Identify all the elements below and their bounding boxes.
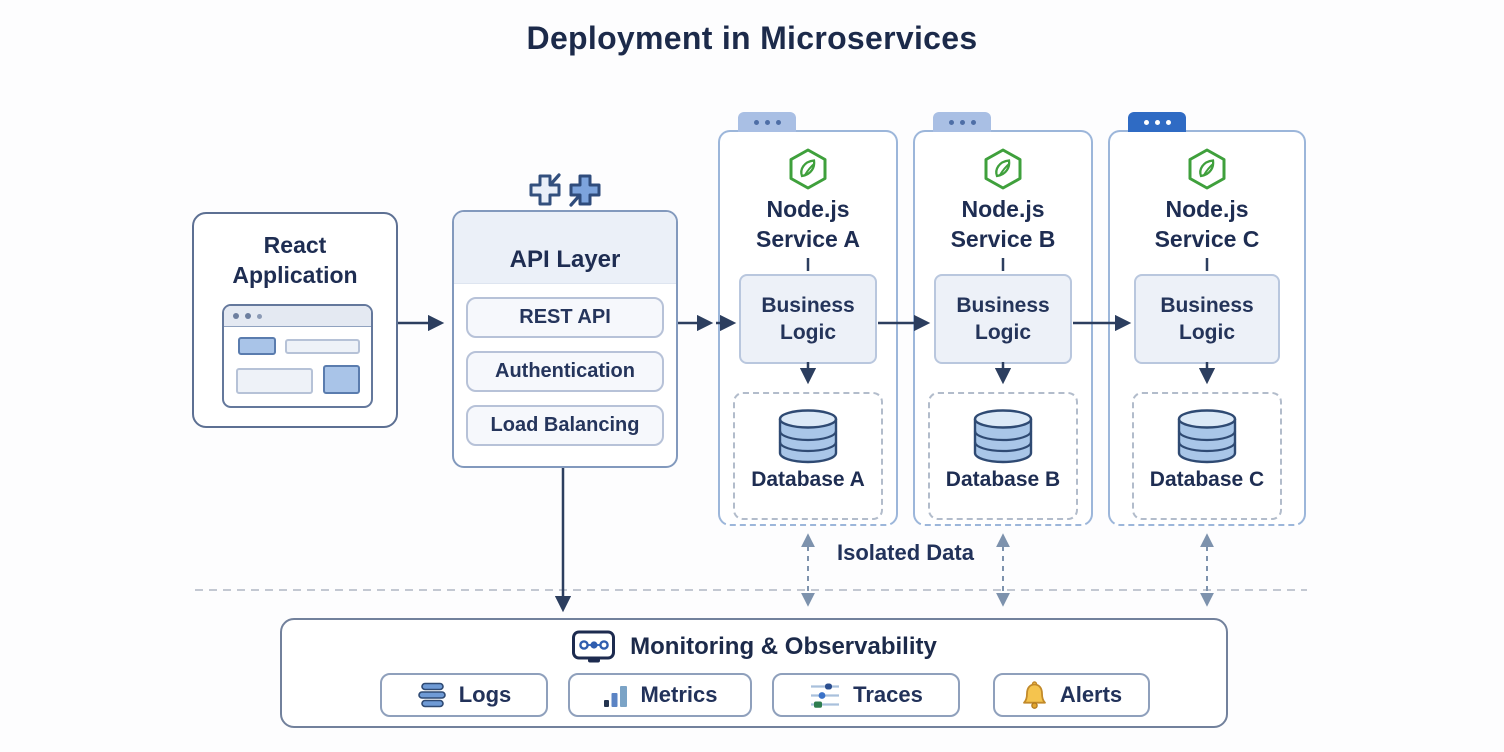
database-node: Database B (928, 392, 1078, 520)
nodejs-hexagon-icon (984, 148, 1022, 190)
browser-mockup-icon (222, 304, 373, 408)
service-name: Node.js Service B (950, 196, 1056, 252)
api-item-rest: REST API (466, 297, 664, 338)
window-tab (1128, 112, 1186, 132)
api-layer-header: API Layer (454, 212, 676, 284)
api-layer-title: API Layer (509, 246, 621, 273)
monitor-dashboard-icon (572, 630, 616, 663)
browser-dot-icon (233, 313, 239, 319)
api-plug-icon (529, 173, 601, 207)
wireframe-block (236, 368, 313, 394)
chip-label: Logs (458, 682, 512, 707)
tab-dot-icon (1165, 119, 1171, 125)
browser-titlebar (224, 306, 371, 327)
database-name: Database C (1149, 468, 1265, 491)
bell-icon (1022, 680, 1046, 709)
service-name: Node.js Service C (1154, 196, 1260, 252)
tab-dot-icon (775, 119, 781, 125)
tab-dot-icon (1143, 119, 1149, 125)
monitoring-title: Monitoring & Observability (630, 633, 937, 660)
isolated-data-label: Isolated Data (837, 540, 974, 565)
database-node: Database C (1132, 392, 1282, 520)
database-node: Database A (733, 392, 883, 520)
browser-dot-icon (257, 313, 262, 319)
service-node-b: Node.js Service B Business Logic Databas… (913, 112, 1093, 526)
page-title: Deployment in Microservices (526, 20, 978, 56)
chip-label: Metrics (640, 682, 718, 707)
api-item-load-balancing: Load Balancing (466, 405, 664, 446)
nodejs-hexagon-icon (789, 148, 827, 190)
api-item-authentication: Authentication (466, 351, 664, 392)
tab-dot-icon (948, 119, 954, 125)
react-application-node: React Application (192, 212, 398, 428)
business-logic-node: Business Logic (739, 274, 877, 364)
service-node-a: Node.js Service A Business Logic Databas… (718, 112, 898, 526)
business-logic-node: Business Logic (934, 274, 1072, 364)
service-name: Node.js Service A (756, 196, 860, 252)
logs-stack-icon (417, 682, 446, 707)
browser-dot-icon (245, 313, 251, 319)
monitoring-panel: Monitoring & Observability Logs Metrics (280, 618, 1228, 728)
window-tab (738, 112, 796, 132)
chip-label: Alerts (1059, 682, 1123, 707)
chip-logs: Logs (380, 673, 548, 717)
service-node-c: Node.js Service C Business Logic Databas… (1108, 112, 1306, 526)
chip-metrics: Metrics (568, 673, 752, 717)
bar-chart-icon (604, 685, 628, 707)
wireframe-block (323, 365, 360, 394)
api-layer-node: API Layer REST API Authentication Load B… (452, 173, 678, 468)
database-cylinder-icon (973, 409, 1033, 464)
chip-traces: Traces (772, 673, 960, 717)
database-name: Database B (945, 468, 1061, 491)
trace-timeline-icon (811, 683, 840, 708)
chip-label: Traces (853, 682, 923, 707)
tab-dot-icon (959, 119, 965, 125)
window-tab (933, 112, 991, 132)
business-logic-node: Business Logic (1134, 274, 1280, 364)
tab-dot-icon (970, 119, 976, 125)
database-cylinder-icon (1177, 409, 1237, 464)
tab-dot-icon (1154, 119, 1160, 125)
tab-dot-icon (753, 119, 759, 125)
nodejs-hexagon-icon (1188, 148, 1226, 190)
wireframe-block (285, 339, 360, 354)
database-name: Database A (751, 468, 865, 491)
wireframe-block (238, 337, 276, 355)
chip-alerts: Alerts (993, 673, 1150, 717)
tab-dot-icon (764, 119, 770, 125)
database-cylinder-icon (778, 409, 838, 464)
react-application-label: React Application (232, 232, 358, 289)
monitoring-header: Monitoring & Observability (282, 630, 1226, 664)
